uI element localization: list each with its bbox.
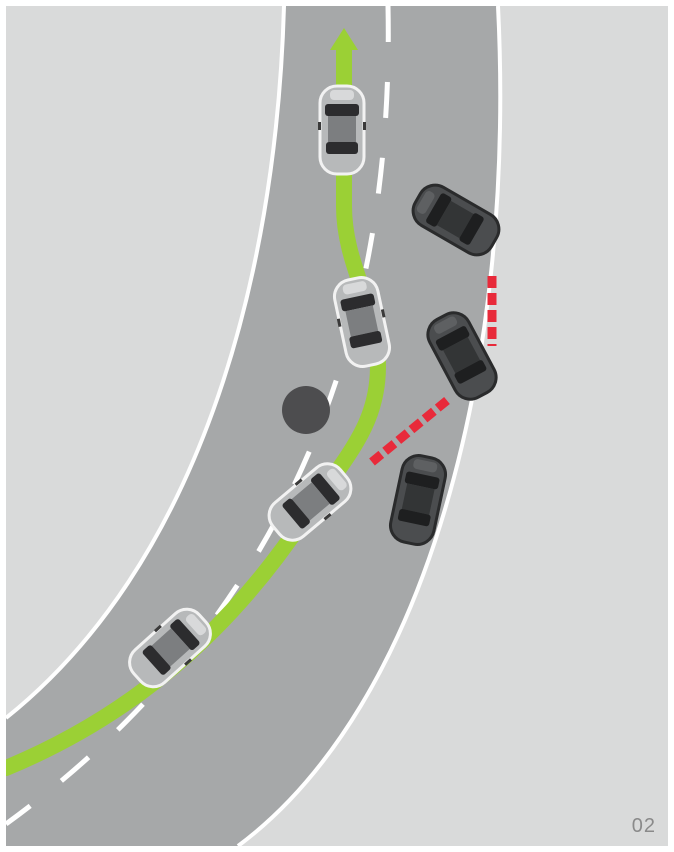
curve-avoidance-illustration bbox=[6, 6, 668, 846]
pothole-icon bbox=[282, 386, 330, 434]
silver-car-icon bbox=[318, 86, 366, 174]
illustration-frame: 02 bbox=[6, 6, 668, 846]
page-number: 02 bbox=[632, 815, 656, 838]
